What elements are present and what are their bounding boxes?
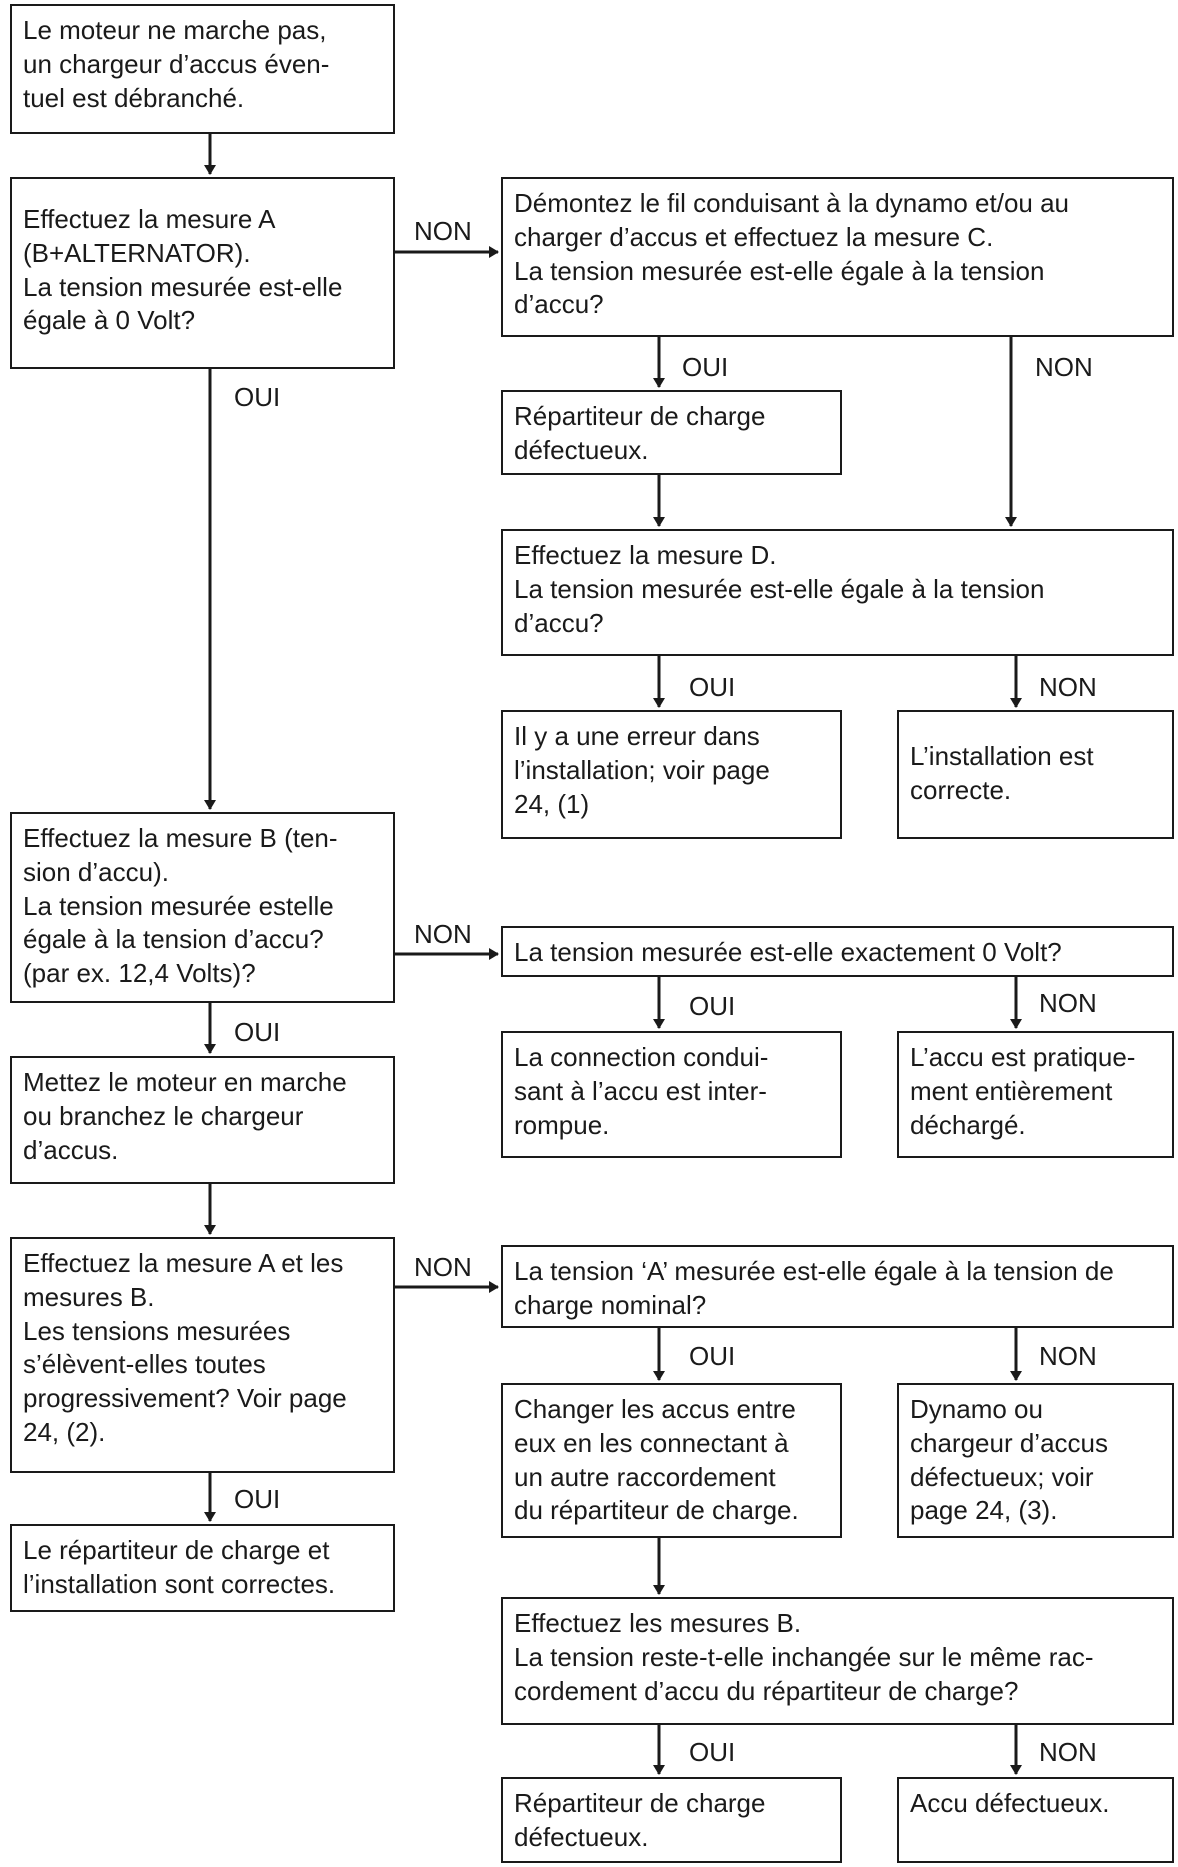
label-yes-measure-ab: OUI [234,1484,281,1514]
battery-defective-box: Accu défectueux. [897,1777,1174,1863]
remove-wire-box: Démontez le fil conduisant à la dynamo e… [501,177,1174,337]
label-yes-remove-wire: OUI [682,352,729,382]
label-yes-measure-d: OUI [689,672,736,702]
splitter-defective-box-1: Répartiteur de charge défectueux. [501,390,842,475]
exactly-zero-box: La tension mesurée est-elle exactement 0… [501,926,1174,977]
label-no-measure-b2: NON [1039,1737,1097,1767]
start-engine-box: Mettez le moteur en marche ou branchez l… [10,1056,395,1184]
label-no-measure-a: NON [414,216,472,246]
tension-a-nominal-box: La tension ‘A’ mesurée est-elle égale à … [501,1245,1174,1328]
splitter-defective-box-2: Répartiteur de charge défectueux. [501,1777,842,1863]
label-yes-measure-b: OUI [234,1017,281,1047]
label-no-measure-ab: NON [414,1252,472,1282]
connection-broken-box: La connection condui- sant à l’accu est … [501,1031,842,1158]
measure-b-box: Effectuez la mesure B (ten- sion d’accu)… [10,812,395,1003]
label-no-tension-a: NON [1039,1341,1097,1371]
battery-discharged-box: L’accu est pratique- ment entièrement dé… [897,1031,1174,1158]
measure-a-box: Effectuez la mesure A (B+ALTERNATOR). La… [10,177,395,369]
start-box: Le moteur ne marche pas, un chargeur d’a… [10,4,395,134]
swap-batteries-box: Changer les accus entre eux en les conne… [501,1383,842,1538]
label-no-exactly-zero: NON [1039,988,1097,1018]
measure-ab-box: Effectuez la mesure A et les mesures B. … [10,1237,395,1473]
measure-d-box: Effectuez la mesure D. La tension mesuré… [501,529,1174,656]
label-yes-exactly-zero: OUI [689,991,736,1021]
install-error-box: Il y a une erreur dans l’installation; v… [501,710,842,839]
measure-b2-box: Effectuez les mesures B. La tension rest… [501,1597,1174,1725]
splitter-ok-box: Le répartiteur de charge et l’installati… [10,1524,395,1612]
label-yes-tension-a: OUI [689,1341,736,1371]
label-no-measure-d: NON [1039,672,1097,702]
label-yes-measure-a: OUI [234,382,281,412]
install-correct-box: L’installation est correcte. [897,710,1174,839]
label-no-remove-wire: NON [1035,352,1093,382]
label-yes-measure-b2: OUI [689,1737,736,1767]
dynamo-defective-box: Dynamo ou chargeur d’accus défectueux; v… [897,1383,1174,1538]
label-no-measure-b: NON [414,919,472,949]
